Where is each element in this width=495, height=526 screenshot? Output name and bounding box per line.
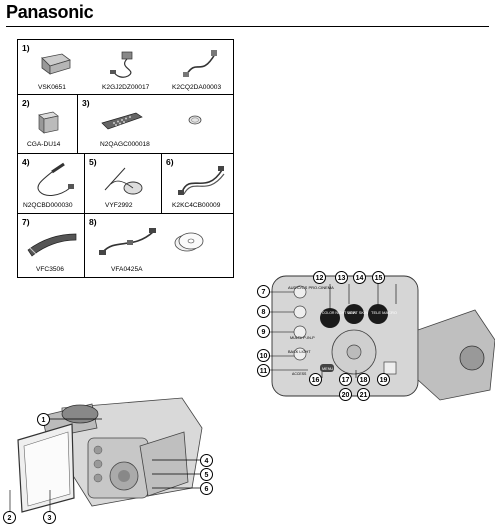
item-number: 2) bbox=[22, 98, 30, 108]
item-number: 7) bbox=[22, 217, 30, 227]
accessories-table: 1) VSK0651 K2GJ2DZ00017 K2CQ2DA00003 2) … bbox=[17, 39, 234, 278]
callout-19: 19 bbox=[377, 373, 390, 386]
camcorder-left-view bbox=[9, 397, 203, 520]
panel-label: TELE MACRO bbox=[371, 310, 398, 315]
callout-2: 2 bbox=[3, 511, 16, 524]
item-number: 1) bbox=[22, 43, 30, 53]
brand-logo: Panasonic bbox=[6, 2, 94, 22]
dc-cable-icon bbox=[110, 51, 133, 78]
grip-belt-icon bbox=[27, 233, 77, 257]
accessory-row-2-remote: 3) N2QAGC000018 bbox=[78, 95, 233, 154]
callout-9: 9 bbox=[257, 325, 270, 338]
part-number: VYF2992 bbox=[105, 202, 133, 209]
callout-16: 16 bbox=[309, 373, 322, 386]
part-number: VSK0651 bbox=[38, 84, 66, 91]
cd-rom-icon bbox=[174, 232, 204, 252]
callout-18: 18 bbox=[357, 373, 370, 386]
callout-21: 21 bbox=[357, 388, 370, 401]
part-number: K2KC4CB00009 bbox=[172, 202, 221, 209]
callout-5: 5 bbox=[200, 468, 213, 481]
part-number: K2CQ2DA00003 bbox=[172, 84, 222, 91]
ac-cable-icon bbox=[183, 50, 217, 77]
panel-label: BACK LIGHT bbox=[288, 350, 311, 354]
accessory-row-1: 1) VSK0651 K2GJ2DZ00017 K2CQ2DA00003 bbox=[18, 40, 233, 95]
item-number: 3) bbox=[82, 98, 90, 108]
callout-1: 1 bbox=[37, 413, 50, 426]
callout-6: 6 bbox=[200, 482, 213, 495]
item-number: 4) bbox=[22, 157, 30, 167]
callout-7: 7 bbox=[257, 285, 270, 298]
panel-label: ACCESS bbox=[292, 372, 307, 376]
callout-3: 3 bbox=[43, 511, 56, 524]
part-number: CGA-DU14 bbox=[27, 141, 61, 148]
item-number: 8) bbox=[89, 217, 97, 227]
panel-label: MULTI/ P-IN-P bbox=[290, 336, 315, 340]
accessory-row-4-usb-cable: 8) VFA0425A bbox=[85, 214, 233, 277]
header-rule bbox=[6, 26, 489, 27]
callout-4: 4 bbox=[200, 454, 213, 467]
coin-battery-icon bbox=[188, 115, 202, 125]
part-number: N2QAGC000018 bbox=[100, 141, 150, 148]
callout-8: 8 bbox=[257, 305, 270, 318]
part-number: N2QCBD000030 bbox=[23, 202, 73, 209]
callout-15: 15 bbox=[372, 271, 385, 284]
panel-label: MENU bbox=[322, 367, 334, 371]
panel-label: AUDIO/CS PRO.CINEMA bbox=[288, 285, 334, 290]
panel-label: COLOR NIGHT VIEW bbox=[322, 311, 357, 315]
callout-17: 17 bbox=[339, 373, 352, 386]
callout-14: 14 bbox=[353, 271, 366, 284]
control-panel-view bbox=[263, 275, 495, 401]
battery-icon bbox=[38, 111, 59, 134]
callout-10: 10 bbox=[257, 349, 270, 362]
callout-13: 13 bbox=[335, 271, 348, 284]
panel-label: SOFT SKIN bbox=[347, 310, 369, 315]
part-number: VFC3506 bbox=[36, 266, 64, 273]
accessory-row-3-mic: 4) N2QCBD000030 bbox=[18, 154, 85, 214]
usb-cable-icon bbox=[99, 228, 156, 255]
item-number: 6) bbox=[166, 157, 174, 167]
av-cable-icon bbox=[178, 166, 225, 195]
item-number: 5) bbox=[89, 157, 97, 167]
lens-cap-icon bbox=[104, 167, 143, 195]
callout-11: 11 bbox=[257, 364, 270, 377]
part-number: K2GJ2DZ00017 bbox=[102, 84, 150, 91]
accessory-row-3-lens-cap: 5) VYF2992 bbox=[85, 154, 162, 214]
ac-adaptor-icon bbox=[41, 53, 71, 75]
remote-control-icon bbox=[101, 112, 143, 130]
callout-12: 12 bbox=[313, 271, 326, 284]
part-number: VFA0425A bbox=[111, 266, 143, 273]
callout-20: 20 bbox=[339, 388, 352, 401]
accessory-row-2-battery: 2) CGA-DU14 bbox=[18, 95, 78, 154]
microphone-icon bbox=[37, 162, 74, 196]
accessory-row-3-av-cable: 6) K2KC4CB00009 bbox=[162, 154, 233, 214]
accessory-row-4-grip-belt: 7) VFC3506 bbox=[18, 214, 85, 277]
